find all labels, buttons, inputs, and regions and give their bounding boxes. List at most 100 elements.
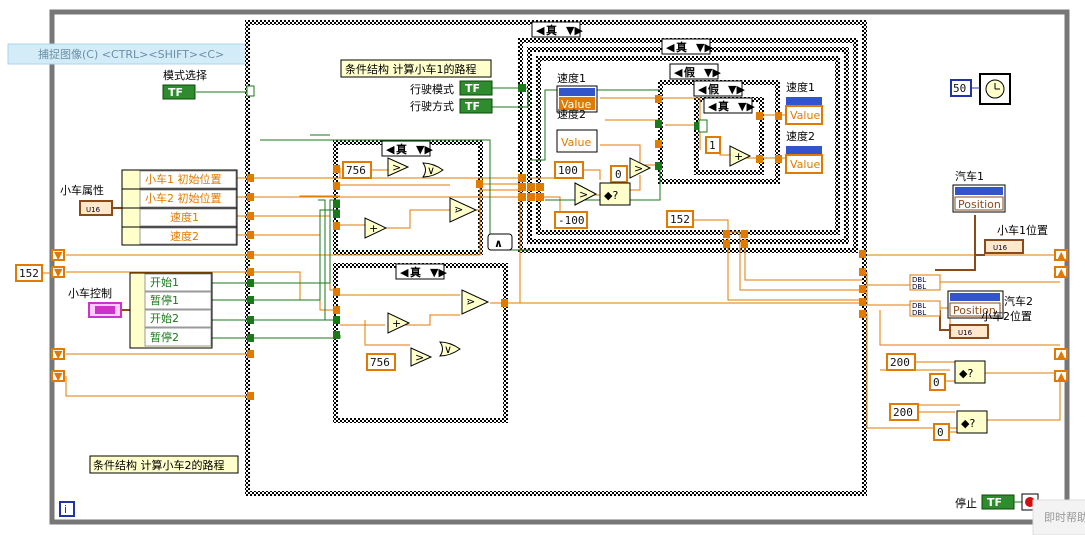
svg-text:Value: Value bbox=[790, 158, 820, 171]
car-property-label: 小车属性 bbox=[60, 183, 104, 197]
case-structure-left-bottom bbox=[333, 263, 508, 423]
case-selector-mid[interactable]: ◀ 真 ▼▶ bbox=[661, 38, 713, 55]
cluster-item-car2-init: 小车2 初始位置 bbox=[145, 191, 222, 205]
const-0-mid[interactable]: 0 bbox=[610, 165, 628, 183]
const-152-mid[interactable]: 152 bbox=[666, 210, 694, 228]
svg-text:速度1: 速度1 bbox=[786, 80, 815, 94]
mode-select-control[interactable]: 模式选择 TF bbox=[162, 68, 207, 100]
add-node-a: + bbox=[364, 217, 388, 239]
select-node-b: ⋗ bbox=[461, 289, 490, 315]
const-152-left[interactable]: 152 bbox=[15, 264, 43, 282]
svg-text:Value: Value bbox=[561, 136, 591, 149]
car-control-control[interactable]: 小车控制 bbox=[68, 286, 122, 318]
svg-text:汽车1: 汽车1 bbox=[955, 169, 984, 183]
svg-text:>: > bbox=[634, 162, 643, 175]
svg-text:小车2位置: 小车2位置 bbox=[981, 309, 1032, 323]
svg-text:◀: ◀ bbox=[698, 83, 707, 96]
capture-image-button[interactable]: 捕捉图像(C) <CTRL><SHIFT><C> bbox=[7, 43, 264, 65]
svg-text:▼▶: ▼▶ bbox=[566, 24, 583, 37]
cluster-unbundle: 小车1 初始位置 小车2 初始位置 速度1 速度2 bbox=[121, 169, 238, 246]
case-tunnels bbox=[246, 84, 866, 400]
svg-text:200: 200 bbox=[893, 406, 913, 419]
svg-text:∨: ∨ bbox=[427, 164, 435, 177]
svg-text:756: 756 bbox=[346, 164, 366, 177]
svg-text:>: > bbox=[579, 188, 588, 201]
svg-text:▲: ▲ bbox=[1057, 249, 1066, 262]
svg-text:1: 1 bbox=[709, 139, 716, 152]
case-selector-left-bottom[interactable]: ◀ 真 ▼▶ bbox=[395, 263, 447, 280]
svg-text:假: 假 bbox=[684, 65, 696, 79]
const-0-a[interactable]: 0 bbox=[929, 373, 946, 391]
svg-text:Position: Position bbox=[958, 198, 1001, 211]
svg-text:▼▶: ▼▶ bbox=[696, 41, 713, 54]
svg-text:▼▶: ▼▶ bbox=[430, 266, 447, 279]
svg-text:>: > bbox=[415, 351, 424, 364]
svg-text:DBL: DBL bbox=[912, 276, 926, 284]
const-756-a[interactable]: 756 bbox=[342, 161, 372, 179]
capture-label: 捕捉图像(C) <CTRL><SHIFT><C> bbox=[38, 47, 224, 61]
car2-case-comment: 条件结构 计算小车2的路程 bbox=[89, 455, 239, 474]
svg-text:速度1: 速度1 bbox=[557, 71, 586, 85]
drive-style-control[interactable]: 行驶方式 TF bbox=[410, 98, 493, 114]
stop-label: 停止 bbox=[955, 496, 977, 510]
const-200-a[interactable]: 200 bbox=[886, 353, 916, 371]
cluster-item-speed1: 速度1 bbox=[170, 210, 199, 224]
const-100[interactable]: 100 bbox=[554, 161, 584, 179]
speed2-indicator: 速度2 Value bbox=[785, 129, 823, 174]
svg-text:∨: ∨ bbox=[444, 343, 452, 356]
svg-text:100: 100 bbox=[558, 164, 578, 177]
speed2-local-variable[interactable]: 速度2 Value bbox=[556, 107, 598, 153]
iteration-terminal: i bbox=[59, 501, 75, 517]
svg-text:▼: ▼ bbox=[54, 348, 63, 361]
const-200-b[interactable]: 200 bbox=[889, 403, 919, 421]
help-panel-tab[interactable]: 即时帮助 bbox=[1032, 499, 1085, 535]
to-dbl-node-a: DBL DBL bbox=[909, 274, 941, 291]
case-selector-false2[interactable]: ◀ 假 ▼▶ bbox=[693, 80, 745, 97]
svg-text:TF: TF bbox=[168, 86, 183, 99]
svg-text:152: 152 bbox=[670, 213, 690, 226]
case-selector-inner-true[interactable]: ◀ 真 ▼▶ bbox=[703, 97, 755, 114]
stop-control[interactable]: 停止 TF bbox=[955, 494, 1022, 510]
cluster-item-speed2: 速度2 bbox=[170, 229, 199, 243]
drive-style-label: 行驶方式 bbox=[410, 99, 454, 113]
svg-text:▼▶: ▼▶ bbox=[416, 143, 433, 156]
svg-text:◀: ◀ bbox=[674, 66, 683, 79]
case-selector-false1[interactable]: ◀ 假 ▼▶ bbox=[669, 63, 721, 80]
control-item-pause2: 暂停2 bbox=[150, 330, 179, 344]
svg-text:Value: Value bbox=[561, 98, 591, 111]
drive-mode-label: 行驶模式 bbox=[410, 82, 454, 96]
select-node-a: ⋗ bbox=[449, 197, 478, 223]
case-selector-left-top[interactable]: ◀ 真 ▼▶ bbox=[381, 140, 433, 157]
svg-text:速度2: 速度2 bbox=[557, 107, 586, 121]
control-item-pause1: 暂停1 bbox=[150, 293, 179, 307]
car-property-control[interactable]: 小车属性 U16 bbox=[60, 183, 113, 216]
const-0-b[interactable]: 0 bbox=[933, 423, 950, 441]
const-1[interactable]: 1 bbox=[705, 136, 721, 154]
control-item-start1: 开始1 bbox=[150, 275, 179, 289]
svg-text:▼▶: ▼▶ bbox=[738, 100, 755, 113]
svg-text:TF: TF bbox=[465, 100, 480, 113]
svg-text:⋗: ⋗ bbox=[466, 295, 475, 308]
right-tunnels: ▲ ▲ ▲ ▲ bbox=[1054, 249, 1068, 383]
car2-position-indicator: 小车2位置 U16 bbox=[949, 309, 1032, 339]
svg-text:▲: ▲ bbox=[1057, 266, 1066, 279]
const-50[interactable]: 50 bbox=[950, 79, 972, 97]
drive-mode-control[interactable]: 行驶模式 TF bbox=[410, 80, 493, 96]
const-neg100[interactable]: -100 bbox=[554, 211, 588, 229]
svg-text:条件结构 计算小车1的路程: 条件结构 计算小车1的路程 bbox=[345, 62, 477, 76]
svg-text:U16: U16 bbox=[993, 244, 1008, 252]
svg-text:+: + bbox=[369, 222, 378, 235]
svg-text:DBL: DBL bbox=[912, 302, 926, 310]
svg-text:即时帮助: 即时帮助 bbox=[1044, 510, 1085, 524]
left-tunnels: ▼ ▼ ▼ ▼ bbox=[51, 249, 65, 383]
svg-text:DBL: DBL bbox=[912, 283, 926, 291]
case-selector-top[interactable]: ◀ 真 ▼▶ bbox=[531, 21, 583, 38]
svg-text:▼▶: ▼▶ bbox=[704, 66, 721, 79]
svg-text:真: 真 bbox=[410, 265, 421, 279]
svg-text:TF: TF bbox=[987, 496, 1002, 509]
svg-text:+: + bbox=[734, 150, 743, 163]
const-756-b[interactable]: 756 bbox=[366, 353, 396, 371]
svg-text:◆?: ◆? bbox=[604, 189, 618, 202]
car2-property-node: 汽车2 Position bbox=[947, 290, 1033, 319]
speed1-local-variable[interactable]: 速度1 Value bbox=[556, 71, 598, 113]
